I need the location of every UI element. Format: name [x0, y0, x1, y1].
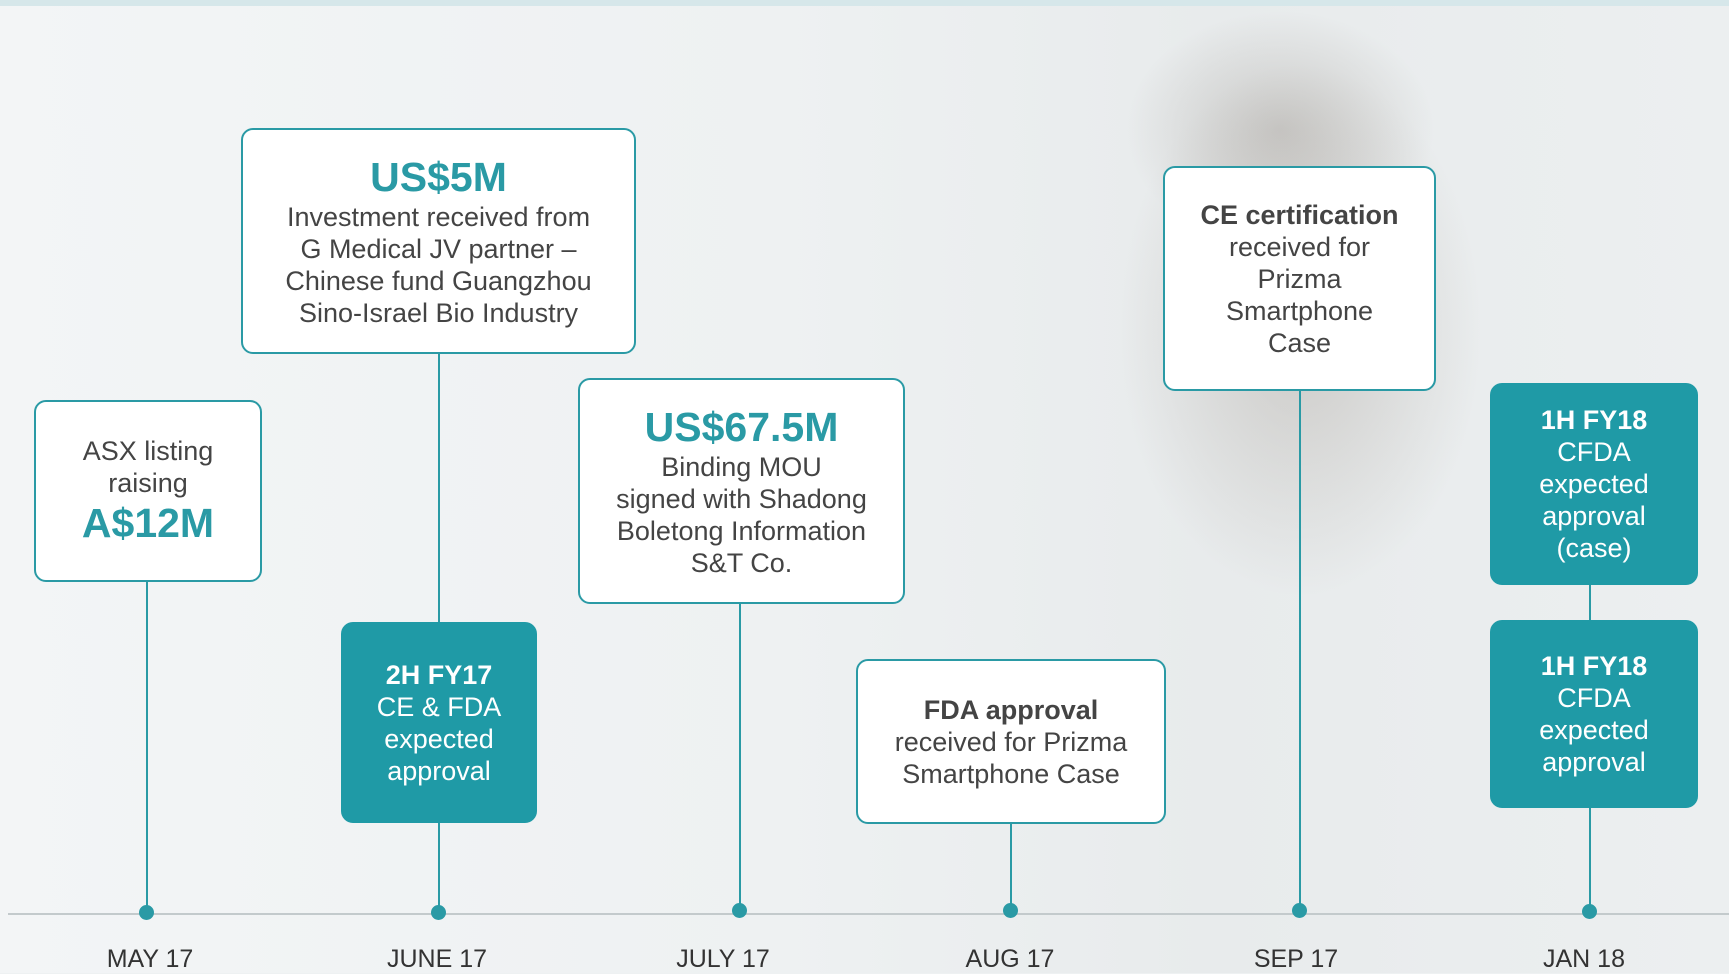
- event-text: CFDA: [1557, 437, 1631, 467]
- milestone-dot-sep17: [1292, 903, 1307, 918]
- event-title: CE certification: [1200, 199, 1399, 230]
- axis-label-july17: JULY 17: [676, 945, 770, 973]
- milestone-dot-july17: [732, 903, 747, 918]
- milestone-dot-jan18: [1582, 904, 1597, 919]
- event-text: signed with Shadong: [616, 484, 867, 514]
- connector-june17-lower: [438, 822, 440, 913]
- event-title: 2H FY17: [385, 659, 493, 690]
- timeline-axis: [8, 913, 1729, 915]
- event-text: received for Prizma: [894, 726, 1128, 757]
- connector-jan18: [1589, 807, 1591, 913]
- event-text: expected: [1539, 715, 1649, 745]
- event-2h-fy17: 2H FY17 CE & FDA expected approval: [341, 622, 537, 823]
- event-text: Prizma: [1257, 263, 1342, 294]
- event-text: received for: [1228, 231, 1371, 262]
- milestone-dot-may17: [139, 905, 154, 920]
- connector-jan18-upper: [1589, 584, 1591, 620]
- event-title: 1H FY18: [1540, 651, 1648, 681]
- event-text: approval: [387, 755, 491, 786]
- event-text: Boletong Information: [616, 516, 867, 546]
- event-title: FDA approval: [923, 694, 1099, 725]
- axis-label-may17: MAY 17: [106, 945, 194, 973]
- axis-label-june17: JUNE 17: [386, 945, 488, 973]
- event-fda-approval: FDA approval received for Prizma Smartph…: [856, 659, 1166, 824]
- event-us5m-investment: US$5M Investment received from G Medical…: [241, 128, 636, 354]
- connector-aug17: [1010, 823, 1012, 913]
- connector-june17: [438, 352, 440, 622]
- event-us67-5m-mou: US$67.5M Binding MOU signed with Shadong…: [578, 378, 905, 604]
- event-text: Smartphone: [1225, 295, 1374, 326]
- event-text: G Medical JV partner –: [300, 234, 577, 264]
- event-text: expected: [1539, 469, 1649, 499]
- connector-may17: [146, 580, 148, 913]
- event-value: A$12M: [81, 500, 215, 546]
- event-text: Smartphone Case: [902, 758, 1120, 789]
- event-text: expected: [384, 723, 494, 754]
- event-text: Investment received from: [286, 202, 591, 232]
- connector-july17: [739, 602, 741, 913]
- event-value: US$5M: [370, 154, 507, 200]
- connector-sep17: [1299, 390, 1301, 913]
- event-1h-fy18: 1H FY18 CFDA expected approval: [1490, 620, 1698, 808]
- axis-label-jan18: JAN 18: [1543, 945, 1625, 973]
- event-text: Sino-Israel Bio Industry: [298, 298, 579, 328]
- event-ce-certification: CE certification received for Prizma Sma…: [1163, 166, 1436, 391]
- event-text: ASX listing: [82, 436, 214, 466]
- event-asx-listing: ASX listing raising A$12M: [34, 400, 262, 582]
- milestone-dot-aug17: [1003, 903, 1018, 918]
- event-title: 1H FY18: [1540, 405, 1648, 435]
- event-text: Binding MOU: [661, 452, 822, 482]
- event-text: CE & FDA: [376, 691, 502, 722]
- event-text: CFDA: [1557, 683, 1631, 713]
- event-text: Case: [1267, 327, 1332, 358]
- top-border: [0, 0, 1729, 6]
- event-1h-fy18-case: 1H FY18 CFDA expected approval (case): [1490, 383, 1698, 585]
- axis-label-sep17: SEP 17: [1253, 945, 1339, 973]
- event-text: approval: [1542, 747, 1646, 777]
- event-text: Chinese fund Guangzhou: [285, 266, 592, 296]
- event-value: US$67.5M: [644, 404, 839, 450]
- milestone-dot-june17: [431, 905, 446, 920]
- event-text: approval: [1542, 501, 1646, 531]
- event-text: (case): [1556, 533, 1632, 563]
- axis-label-aug17: AUG 17: [965, 945, 1055, 973]
- event-text: raising: [108, 468, 188, 498]
- event-text: S&T Co.: [690, 548, 793, 578]
